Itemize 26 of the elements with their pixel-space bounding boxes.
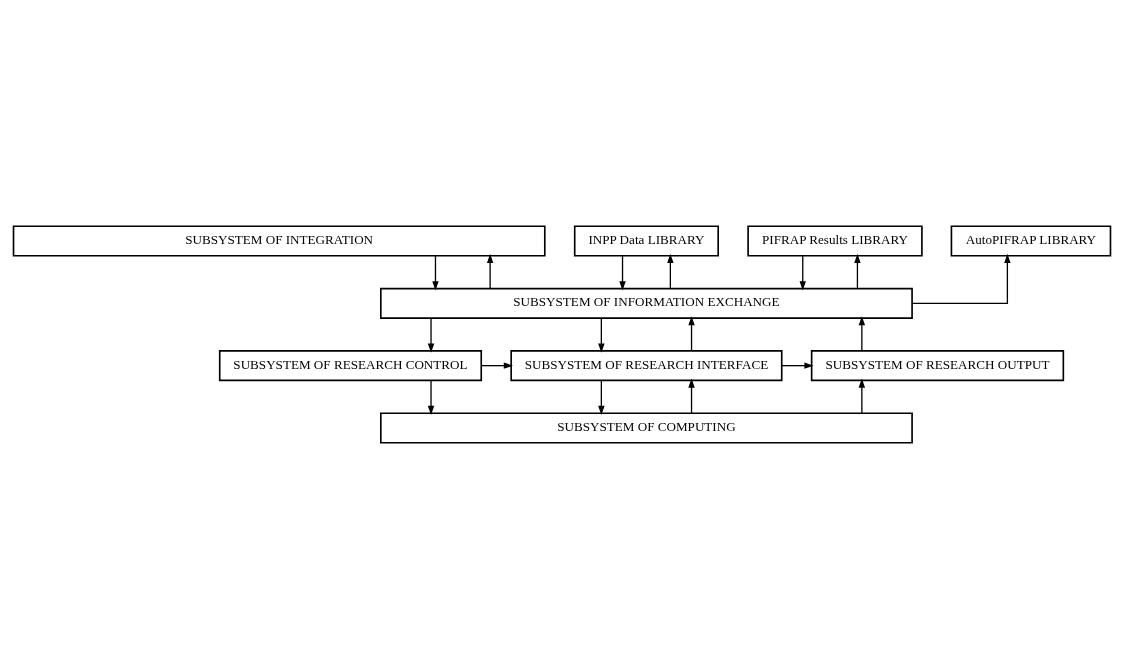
arrow	[781, 362, 814, 369]
arrow	[688, 378, 695, 414]
arrow	[486, 253, 494, 290]
arrow	[667, 253, 674, 290]
node-box: SUBSYSTEM OF COMPUTING	[380, 412, 913, 444]
arrow	[427, 317, 435, 353]
arrow	[688, 316, 695, 352]
arrow	[858, 316, 866, 352]
arrow	[911, 253, 1011, 304]
arrow	[854, 253, 861, 290]
arrow	[858, 378, 866, 414]
node-box: SUBSYSTEM OF RESEARCH CONTROL	[218, 350, 483, 382]
arrow	[598, 379, 605, 416]
arrow	[480, 362, 513, 369]
arrow	[427, 379, 435, 416]
arrow	[432, 255, 439, 291]
node-box: PIFRAP Results LIBRARY	[747, 225, 923, 257]
arrow	[598, 317, 605, 353]
node-box: SUBSYSTEM OF INTEGRATION	[12, 225, 546, 257]
node-box: SUBSYSTEM OF RESEARCH INTERFACE	[510, 350, 783, 382]
node-box: INPP Data LIBRARY	[573, 225, 719, 257]
node-box: AutoPIFRAP LIBRARY	[950, 225, 1112, 257]
node-box: SUBSYSTEM OF RESEARCH OUTPUT	[810, 350, 1065, 382]
node-box: SUBSYSTEM OF INFORMATION EXCHANGE	[380, 287, 913, 319]
arrow	[799, 255, 806, 291]
arrow	[619, 255, 626, 291]
